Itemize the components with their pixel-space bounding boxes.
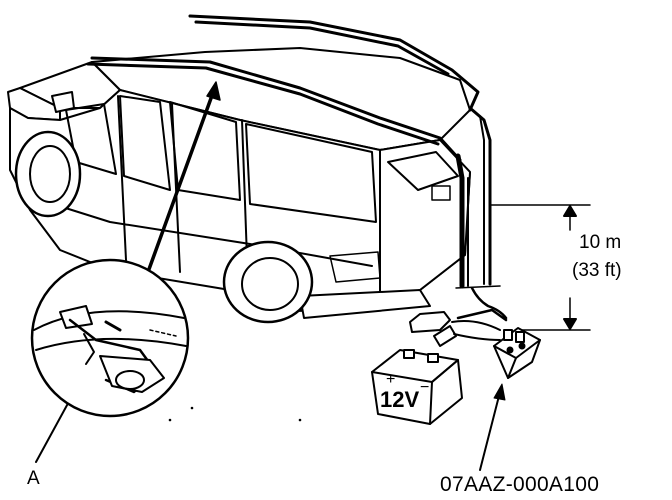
height-label-imperial: (33 ft): [572, 260, 622, 281]
dimension-arrow-up: [563, 205, 577, 217]
drain-hose-front: [455, 153, 465, 289]
pressure-tool: [493, 327, 541, 379]
battery-clamps: [409, 311, 501, 347]
height-label-metric: 10 m: [579, 232, 622, 253]
air-hose: [456, 286, 508, 322]
leader-tool: [479, 391, 501, 471]
vehicle-rear-window: [387, 151, 459, 191]
roof-rails: [86, 14, 480, 162]
drain-hose-rear: [468, 106, 492, 286]
vehicle-window-front: [65, 103, 117, 175]
battery-minus: −: [420, 379, 429, 396]
wheels: [14, 130, 314, 324]
height-dimension: [489, 204, 591, 331]
battery: + −: [371, 349, 463, 425]
battery-voltage-label: 12V: [380, 387, 420, 412]
roof-rail-upper: [188, 14, 480, 112]
vehicle-window-quarter: [245, 123, 377, 223]
callout-label-a: A: [27, 468, 40, 489]
battery-plus: +: [386, 371, 395, 388]
vehicle-mirror: [51, 91, 75, 113]
ground-marks: [168, 406, 302, 422]
tool-part-number: 07AAZ-000A100: [440, 473, 600, 496]
roof-rail-lower: [90, 56, 462, 162]
leader-arrow-roof: [146, 88, 216, 274]
dimension-arrow-down: [563, 318, 577, 330]
detail-inset: [30, 258, 190, 418]
vehicle-window-middle: [119, 95, 171, 191]
drain-hoses: [455, 106, 492, 289]
